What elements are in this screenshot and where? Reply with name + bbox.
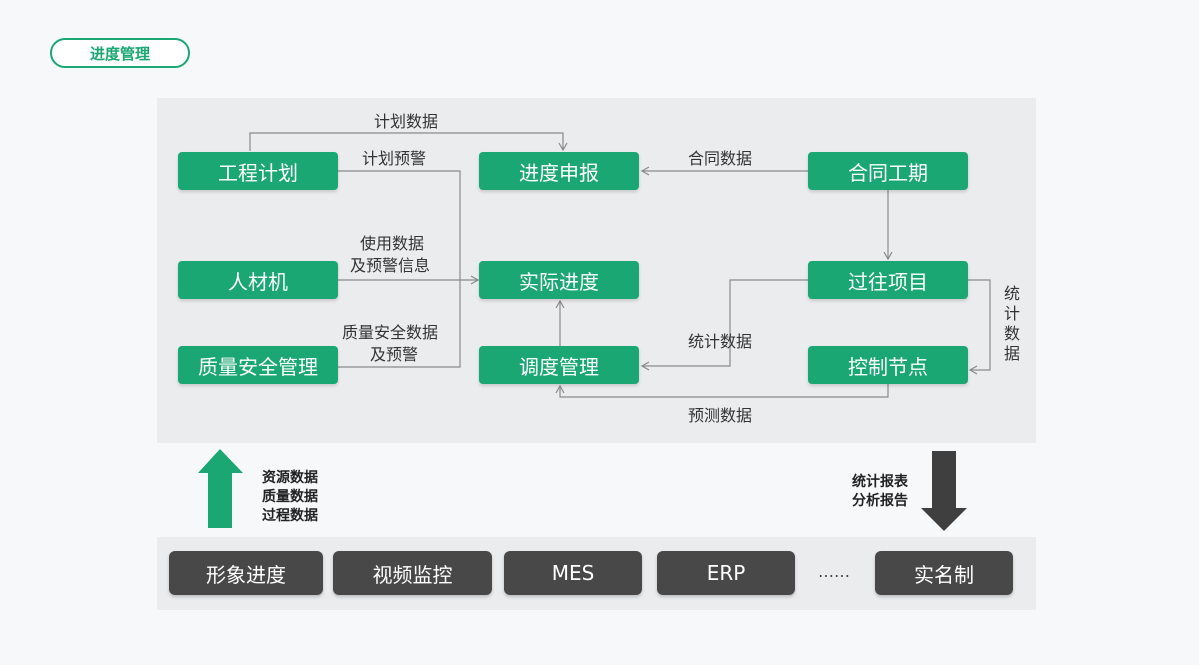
label-resource-data: 资源数据 bbox=[262, 470, 318, 486]
label-contract-data: 合同数据 bbox=[688, 149, 753, 168]
label-stats-vertical-2: 计 bbox=[1004, 304, 1021, 323]
label-analysis-report: 分析报告 bbox=[852, 493, 908, 509]
label-stats-data: 统计数据 bbox=[688, 332, 753, 351]
label-process-data: 过程数据 bbox=[262, 508, 318, 524]
label-stats-vertical-1: 统 bbox=[1004, 284, 1021, 303]
system-mes: MES bbox=[504, 551, 642, 595]
system-image-progress: 形象进度 bbox=[169, 551, 323, 595]
edge-forecast-data bbox=[555, 384, 889, 398]
node-past-projects: 过往项目 bbox=[808, 261, 968, 299]
label-plan-data: 计划数据 bbox=[374, 112, 439, 131]
node-actual-progress: 实际进度 bbox=[479, 261, 639, 299]
section-tag: 进度管理 bbox=[50, 38, 190, 68]
node-control-nodes: 控制节点 bbox=[808, 346, 968, 384]
label-usage-data-2: 及预警信息 bbox=[350, 256, 431, 275]
label-forecast-data: 预测数据 bbox=[688, 406, 753, 425]
up-arrow bbox=[198, 449, 243, 528]
label-quality-data: 质量数据 bbox=[262, 489, 318, 505]
node-engineering-plan: 工程计划 bbox=[178, 152, 338, 190]
node-quality-safety-mgmt: 质量安全管理 bbox=[178, 346, 338, 384]
system-real-name: 实名制 bbox=[875, 551, 1013, 595]
node-progress-report: 进度申报 bbox=[479, 152, 639, 190]
label-quality-data-1: 质量安全数据 bbox=[342, 323, 439, 342]
edge-stats-vertical bbox=[968, 279, 991, 375]
node-labor-material-machine: 人材机 bbox=[178, 261, 338, 299]
node-contract-period: 合同工期 bbox=[808, 152, 968, 190]
edge-plan-warning bbox=[338, 170, 461, 368]
label-usage-data-1: 使用数据 bbox=[360, 234, 425, 253]
edge-plan-data bbox=[249, 132, 568, 152]
systems-ellipsis: …… bbox=[818, 562, 850, 581]
system-video-monitoring: 视频监控 bbox=[333, 551, 492, 595]
node-dispatch-mgmt: 调度管理 bbox=[479, 346, 639, 384]
label-stats-vertical-3: 数 bbox=[1004, 324, 1021, 343]
down-arrow bbox=[921, 451, 967, 531]
label-stats-vertical-4: 据 bbox=[1004, 344, 1021, 363]
label-plan-warning: 计划预警 bbox=[362, 149, 427, 168]
edge-stats-data bbox=[640, 279, 808, 371]
label-stats-report: 统计报表 bbox=[852, 474, 908, 490]
label-quality-data-2: 及预警 bbox=[370, 345, 419, 364]
system-erp: ERP bbox=[657, 551, 795, 595]
